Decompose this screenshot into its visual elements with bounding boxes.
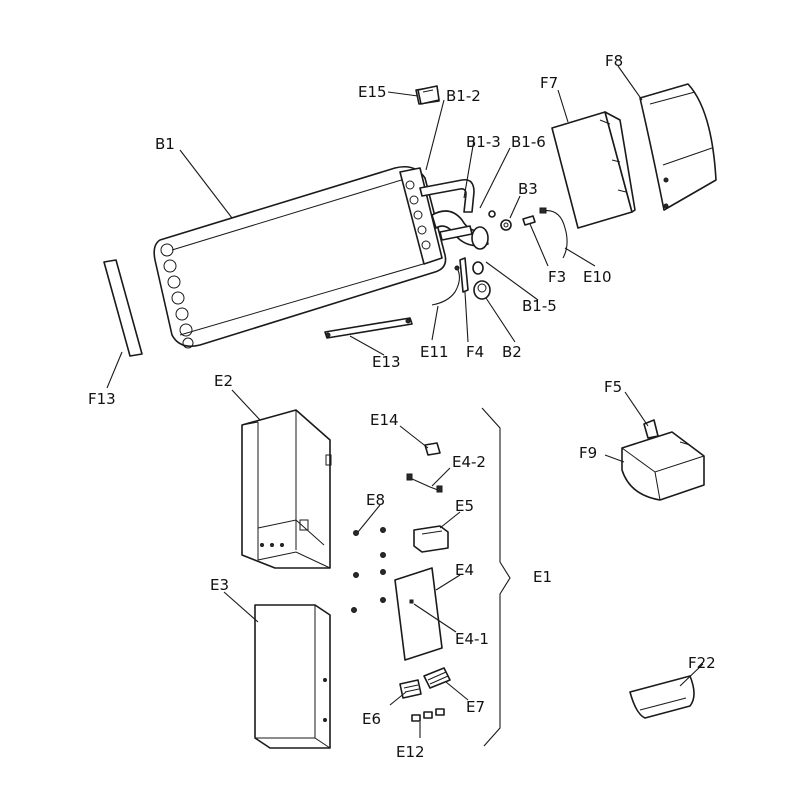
label-E15: E15 [358, 83, 387, 101]
label-B1: B1 [155, 135, 175, 153]
e4-2-lead [406, 473, 443, 493]
label-B3: B3 [518, 180, 538, 198]
label-F5: F5 [604, 378, 622, 396]
label-F7: F7 [540, 74, 558, 92]
b2-flare-nut [473, 280, 491, 300]
label-E1: E1 [533, 568, 552, 586]
e2-control-box [241, 409, 332, 569]
f7-cover [551, 111, 636, 229]
label-E8: E8 [366, 491, 385, 509]
label-E4-2: E4-2 [452, 453, 486, 471]
e15-part [417, 85, 440, 105]
label-B1-3: B1-3 [466, 133, 501, 151]
b1-6-fitting [488, 210, 496, 218]
label-E4-1: E4-1 [455, 630, 489, 648]
e8-screws [351, 527, 386, 613]
evaporator-coil [153, 165, 489, 349]
part-labels: B1 B1-2 B1-3 B1-6 B3 F3 E10 B1-5 B2 F4 E… [88, 52, 716, 761]
label-F22: F22 [688, 654, 716, 672]
f9-tray [621, 431, 705, 501]
e3-front-cover [254, 604, 331, 749]
label-E3: E3 [210, 576, 229, 594]
leader-lines [106, 65, 704, 738]
f8-cover [639, 83, 717, 211]
coil-end-plate [399, 167, 443, 265]
label-B2: B2 [502, 343, 522, 361]
e7-connector [423, 667, 451, 689]
f22-cover [629, 675, 695, 719]
e4-pcb [394, 567, 443, 661]
e6-terminal [399, 679, 422, 699]
label-F4: F4 [466, 343, 484, 361]
e11-sensor-wire [431, 269, 461, 306]
f13-panel [103, 259, 143, 357]
e10-cable [541, 210, 568, 259]
label-E11: E11 [420, 343, 449, 361]
label-E5: E5 [455, 497, 474, 515]
label-F9: F9 [579, 444, 597, 462]
label-E2: E2 [214, 372, 233, 390]
e12-parts [411, 708, 445, 722]
label-F8: F8 [605, 52, 623, 70]
label-E6: E6 [362, 710, 381, 728]
coil-piping [419, 178, 489, 250]
label-E10: E10 [583, 268, 612, 286]
b3-nut [500, 219, 512, 231]
coil-fins [160, 243, 194, 349]
e5-transformer [413, 525, 449, 553]
b1-5-fitting [472, 261, 484, 275]
label-E4: E4 [455, 561, 474, 579]
label-F13: F13 [88, 390, 116, 408]
e1-bracket [481, 407, 511, 747]
label-E7: E7 [466, 698, 485, 716]
label-F3: F3 [548, 268, 566, 286]
label-E14: E14 [370, 411, 399, 429]
label-E13: E13 [372, 353, 401, 371]
e13-bar [324, 317, 413, 339]
f4-rod [459, 257, 469, 293]
label-E12: E12 [396, 743, 425, 761]
f3-clip [522, 215, 536, 226]
label-B1-5: B1-5 [522, 297, 557, 315]
e14-part [424, 442, 441, 456]
label-B1-2: B1-2 [446, 87, 481, 105]
label-B1-6: B1-6 [511, 133, 546, 151]
